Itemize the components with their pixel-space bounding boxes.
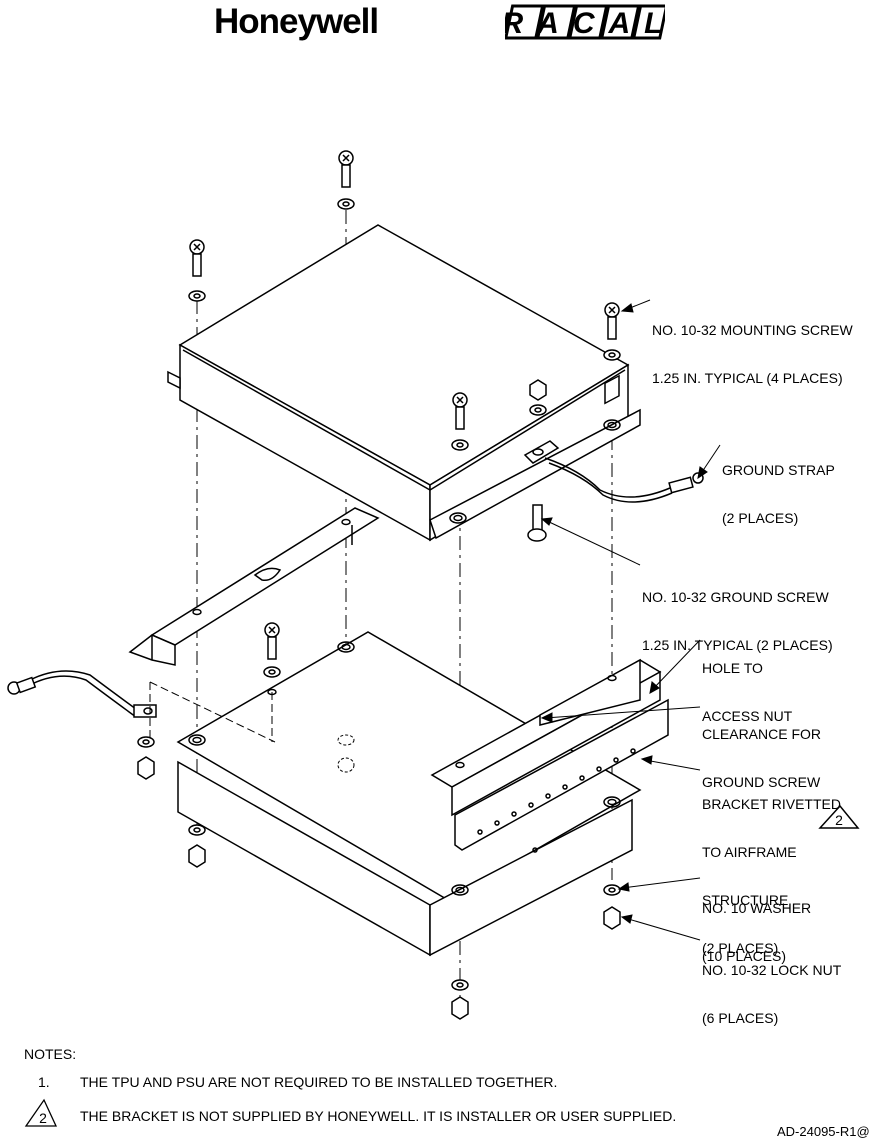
callout-clearance: CLEARANCE FOR GROUND SCREW [702,726,822,790]
callout-ground-screw: NO. 10-32 GROUND SCREW 1.25 IN. TYPICAL … [642,589,833,653]
rivet-holes [477,748,636,853]
document-id: AD-24095-R1@ [777,1124,870,1139]
callout-lock-nut: NO. 10-32 LOCK NUT (6 PLACES) [702,962,842,1026]
ground-screw [527,504,547,542]
ground-straps [7,457,704,718]
callout-bracket: BRACKET RIVETTED TO AIRFRAME STRUCTURE (… [702,796,841,956]
right-bracket [430,374,669,853]
note-2-flag-triangle: 2 [24,1098,58,1127]
note-flag-triangle: 2 [818,804,860,829]
note-2-flag-number: 2 [39,1110,47,1126]
honeywell-logo: Honeywell [214,2,379,41]
notes-header: NOTES: [24,1046,77,1062]
callout-ground-strap: GROUND STRAP (2 PLACES) [722,462,835,526]
left-bracket [128,507,380,666]
strap-routing-lines [149,681,276,743]
washers [137,198,621,991]
callout-washer: NO. 10 WASHER (10 PLACES) [702,900,812,964]
callout-mounting-screw: NO. 10-32 MOUNTING SCREW 1.25 IN. TYPICA… [652,322,853,386]
lock-nuts [137,379,621,1020]
note-2-text: THE BRACKET IS NOT SUPPLIED BY HONEYWELL… [80,1108,677,1124]
logo-bar: Honeywell RACAL [0,0,882,60]
upper-unit [167,224,641,542]
mounting-screws [189,150,620,660]
note-1-number: 1. [38,1074,50,1090]
leader-lines [540,299,721,941]
callout-hole-access-nut: HOLE TO ACCESS NUT [702,660,793,724]
note-1-text: THE TPU AND PSU ARE NOT REQUIRED TO BE I… [80,1074,558,1090]
racal-logo-text: RACAL [505,7,665,40]
racal-logo: RACAL [505,4,665,40]
lower-unit [176,631,642,957]
note-flag-number: 2 [835,812,843,828]
